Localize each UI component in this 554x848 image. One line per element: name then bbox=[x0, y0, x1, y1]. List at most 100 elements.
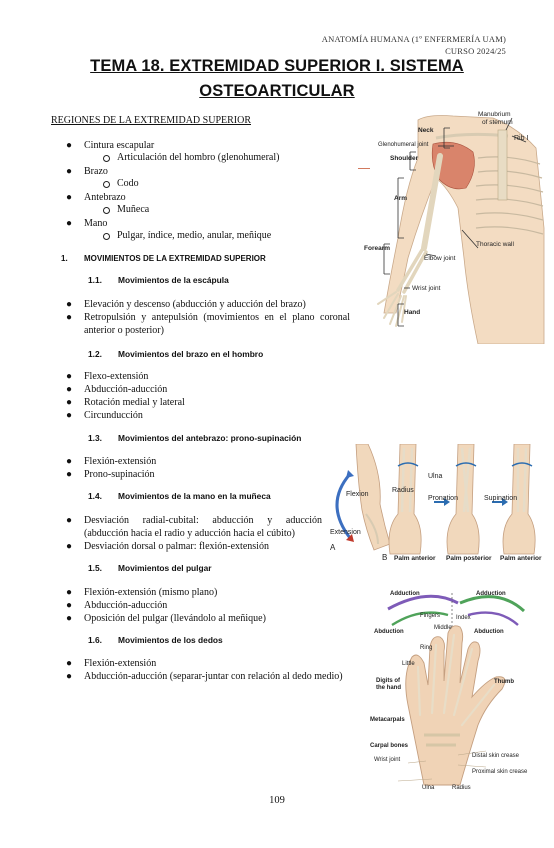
subsection-title: Movimientos de la mano en la muñeca bbox=[118, 491, 271, 501]
label-carpal-bones: Carpal bones bbox=[370, 743, 409, 749]
label-metacarpals: Metacarpals bbox=[370, 717, 405, 723]
subsection-title: Movimientos de la escápula bbox=[118, 275, 229, 285]
list-item: Rotación medial y lateral bbox=[84, 397, 185, 408]
header-course: ANATOMÍA HUMANA (1º ENFERMERÍA UAM) CURS… bbox=[322, 33, 506, 57]
label-hand: Hand bbox=[404, 309, 420, 316]
label-middle: Middle bbox=[434, 625, 452, 631]
region-subitem: Muñeca bbox=[117, 204, 150, 215]
region-item: Cintura escapular bbox=[84, 140, 155, 151]
label-adduction-right: Adduction bbox=[476, 591, 506, 597]
section-number: 1. bbox=[61, 254, 68, 263]
label-digits: Digits of bbox=[376, 678, 401, 684]
list-item: Circunducción bbox=[84, 410, 143, 421]
bullet: ● bbox=[66, 140, 73, 151]
label-thumb: Thumb bbox=[494, 679, 514, 685]
label-flexion: Flexion bbox=[346, 491, 369, 498]
list-item: Flexión-extensión bbox=[84, 456, 157, 467]
bullet: ● bbox=[66, 613, 73, 624]
circle-bullet bbox=[103, 233, 110, 240]
label-ulna: Ulna bbox=[422, 785, 435, 791]
bullet: ● bbox=[66, 600, 73, 611]
label-fingers: Fingers bbox=[420, 613, 440, 619]
label-manubrium: Manubrium bbox=[478, 111, 511, 118]
bullet: ● bbox=[66, 218, 73, 229]
label-shoulder: Shoulder bbox=[390, 155, 419, 162]
bullet: ● bbox=[66, 312, 73, 323]
upper-limb-figure: Manubrium of sternum Rib I Neck Glenohum… bbox=[358, 108, 546, 344]
subsection-number: 1.4. bbox=[88, 491, 102, 501]
label-b: B bbox=[382, 553, 387, 562]
bullet: ● bbox=[66, 587, 73, 598]
subsection-number: 1.5. bbox=[88, 563, 102, 573]
label-radius: Radius bbox=[392, 487, 414, 494]
forearm-movements-figure: Ulna Radius Flexion Extension Pronation … bbox=[328, 444, 546, 564]
list-item: Flexión-extensión (mismo plano) bbox=[84, 587, 218, 598]
label-supination: Supination bbox=[484, 495, 517, 502]
region-item: Antebrazo bbox=[84, 192, 126, 203]
label-proximal-crease: Proximal skin crease bbox=[472, 769, 528, 775]
subsection-number: 1.3. bbox=[88, 433, 102, 443]
bullet: ● bbox=[66, 371, 73, 382]
page-title-line2: OSTEOARTICULAR bbox=[199, 82, 355, 100]
list-item: Desviación dorsal o palmar: flexión-exte… bbox=[84, 541, 269, 552]
bullet: ● bbox=[66, 658, 73, 669]
label-wrist-joint: Wrist joint bbox=[412, 285, 441, 292]
label-thoracic-wall: Thoracic wall bbox=[476, 241, 514, 248]
label-adduction-left: Adduction bbox=[390, 591, 420, 597]
label-elbow-joint: Elbow joint bbox=[424, 255, 456, 262]
label-wrist-joint: Wrist joint bbox=[374, 757, 401, 763]
label-index: Index bbox=[456, 615, 471, 621]
label-palm-anterior-2: Palm anterior bbox=[500, 555, 542, 562]
bullet: ● bbox=[66, 299, 73, 310]
label-radius: Radius bbox=[452, 785, 471, 791]
label-palm-posterior: Palm posterior bbox=[446, 555, 492, 562]
list-item: Elevación y descenso (abducción y aducci… bbox=[84, 299, 306, 310]
label-neck: Neck bbox=[418, 127, 434, 134]
circle-bullet bbox=[103, 155, 110, 162]
list-item: Flexo-extensión bbox=[84, 371, 149, 382]
label-digits-2: the hand bbox=[376, 685, 401, 691]
label-abduction-left: Abduction bbox=[374, 629, 404, 635]
label-distal-crease: Distal skin crease bbox=[472, 753, 520, 759]
circle-bullet bbox=[103, 181, 110, 188]
subsection-number: 1.1. bbox=[88, 275, 102, 285]
label-palm-anterior: Palm anterior bbox=[394, 555, 436, 562]
bullet: ● bbox=[66, 192, 73, 203]
subsection-number: 1.2. bbox=[88, 349, 102, 359]
page-title-line1: TEMA 18. EXTREMIDAD SUPERIOR I. SISTEMA bbox=[90, 57, 464, 75]
label-a: A bbox=[330, 543, 336, 552]
bullet: ● bbox=[66, 166, 73, 177]
region-item: Mano bbox=[84, 218, 108, 229]
list-item: Prono-supinación bbox=[84, 469, 155, 480]
bullet: ● bbox=[66, 541, 73, 552]
label-little: Little bbox=[402, 661, 415, 667]
bullet: ● bbox=[66, 397, 73, 408]
label-arm: Arm bbox=[394, 195, 407, 202]
label-pronation: Pronation bbox=[428, 495, 458, 502]
subsection-number: 1.6. bbox=[88, 635, 102, 645]
hand-figure: Adduction Adduction Fingers Abduction Ab… bbox=[368, 585, 538, 795]
list-item: Abducción-aducción bbox=[84, 384, 168, 395]
subsection-title: Movimientos de los dedos bbox=[118, 635, 223, 645]
label-extension: Extension bbox=[330, 529, 361, 536]
label-of-sternum: of sternum bbox=[482, 119, 513, 126]
list-item: Abducción-aducción (separar-juntar con r… bbox=[84, 671, 343, 682]
regions-heading: REGIONES DE LA EXTREMIDAD SUPERIOR bbox=[51, 115, 251, 126]
section-title: MOVIMIENTOS DE LA EXTREMIDAD SUPERIOR bbox=[84, 254, 266, 263]
label-abduction-right: Abduction bbox=[474, 629, 504, 635]
label-forearm: Forearm bbox=[364, 245, 390, 252]
bullet: ● bbox=[66, 671, 73, 682]
header-line2: CURSO 2024/25 bbox=[445, 46, 506, 56]
bullet: ● bbox=[66, 384, 73, 395]
label-glenohumeral: Glenohumeral joint bbox=[378, 142, 429, 148]
subsection-title: Movimientos del pulgar bbox=[118, 563, 212, 573]
list-item: Retropulsión y antepulsión (movimientos … bbox=[84, 312, 350, 336]
subsection-title: Movimientos del brazo en el hombro bbox=[118, 349, 264, 359]
circle-bullet bbox=[103, 207, 110, 214]
bullet: ● bbox=[66, 410, 73, 421]
decorative-line bbox=[358, 168, 370, 169]
list-item: Abducción-aducción bbox=[84, 600, 168, 611]
bullet: ● bbox=[66, 456, 73, 467]
region-subitem: Articulación del hombro (glenohumeral) bbox=[117, 152, 280, 163]
label-rib: Rib I bbox=[514, 135, 528, 142]
